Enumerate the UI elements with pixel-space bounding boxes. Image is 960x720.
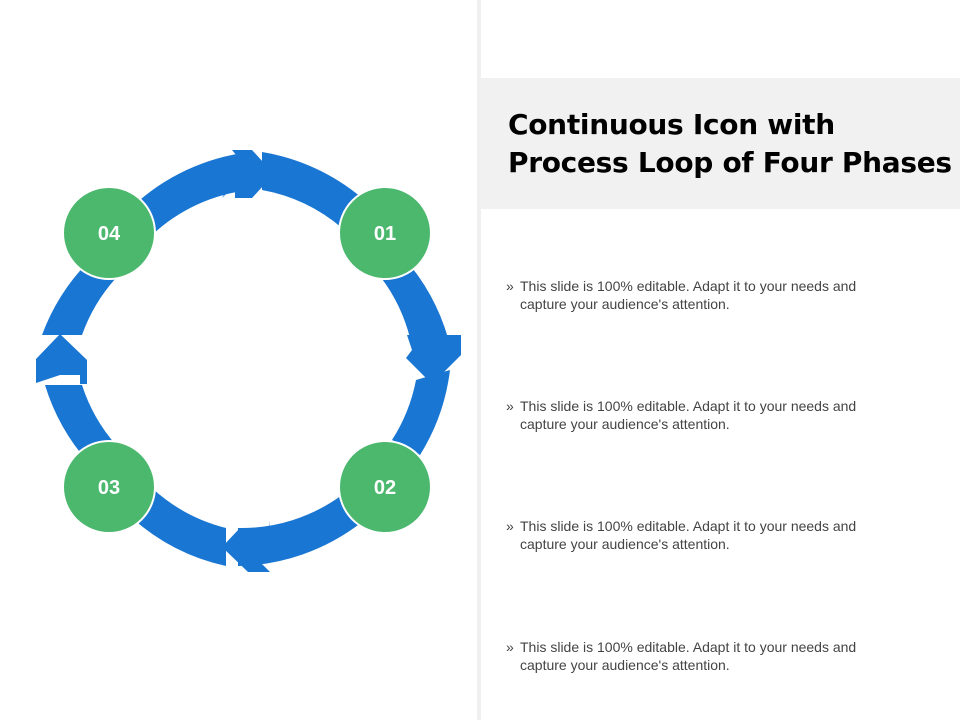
ring-arc-bottom-left [132,488,226,566]
bullet-item-3: » This slide is 100% editable. Adapt it … [506,517,906,553]
node-02-label: 02 [374,477,396,499]
ring-arc-top-right [262,152,362,228]
bullet-marker-icon: » [506,518,514,534]
bullet-item-2: » This slide is 100% editable. Adapt it … [506,397,906,433]
title-line-1: Continuous Icon with [508,108,835,141]
bullet-text-line-2: capture your audience's attention. [520,536,730,552]
node-03: 03 [62,440,156,534]
bullet-text-line-1: This slide is 100% editable. Adapt it to… [520,278,857,294]
node-01-label: 01 [374,223,396,245]
arrow-head-left-icon [36,334,87,384]
ring-arc-right-lower [392,370,450,455]
slide-title: Continuous Icon with Process Loop of Fou… [508,106,952,182]
process-loop-diagram: 01 02 03 04 [36,150,461,572]
bullet-marker-icon: » [506,639,514,655]
arrow-head-bottom-icon [222,520,270,572]
vertical-divider [477,0,481,720]
bullet-text-line-1: This slide is 100% editable. Adapt it to… [520,639,857,655]
arrow-head-top-icon [222,150,274,198]
bullet-item-4: » This slide is 100% editable. Adapt it … [506,638,906,674]
node-04: 04 [62,186,156,280]
bullet-text-line-2: capture your audience's attention. [520,416,730,432]
ring-arc-bottom-right [238,495,362,566]
bullet-text-line-2: capture your audience's attention. [520,657,730,673]
node-01: 01 [338,186,432,280]
bullet-text-line-1: This slide is 100% editable. Adapt it to… [520,398,857,414]
bullet-text-line-2: capture your audience's attention. [520,296,730,312]
arrow-head-right-icon [406,335,461,384]
ring-arc-top [132,152,250,235]
node-02: 02 [338,440,432,534]
node-04-label: 04 [98,223,121,245]
bullet-item-1: » This slide is 100% editable. Adapt it … [506,277,906,313]
bullet-marker-icon: » [506,278,514,294]
bullet-text-line-1: This slide is 100% editable. Adapt it to… [520,518,857,534]
title-line-2: Process Loop of Four Phases [508,146,952,179]
ring-arc-left-upper [42,262,116,335]
title-panel: Continuous Icon with Process Loop of Fou… [481,78,960,209]
node-03-label: 03 [98,477,120,499]
bullet-marker-icon: » [506,398,514,414]
